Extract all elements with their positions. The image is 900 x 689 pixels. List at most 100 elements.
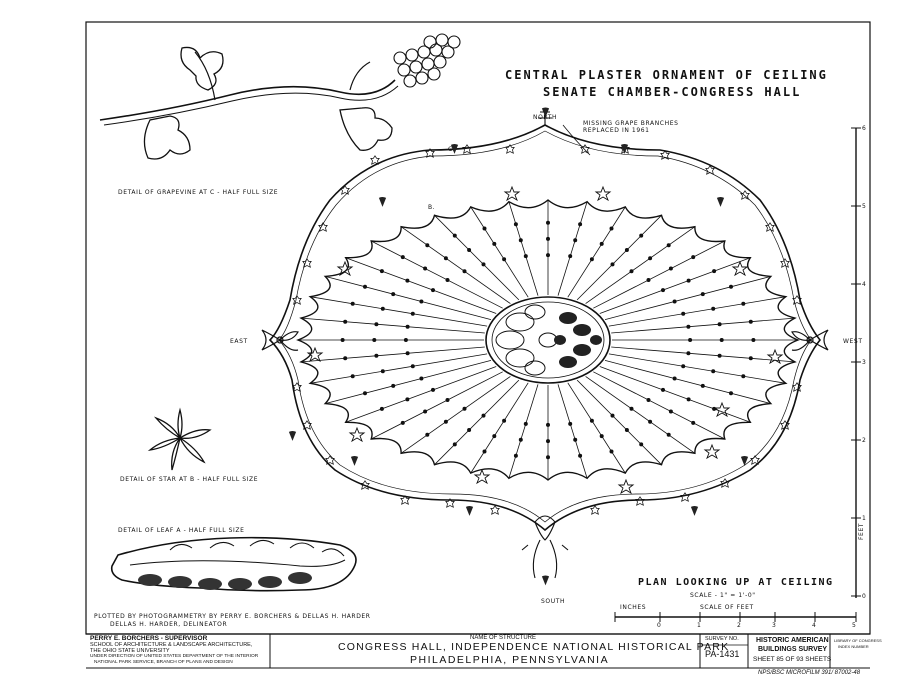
fan-ray bbox=[567, 382, 626, 474]
credit-interior: UNDER DIRECTION OF UNITED STATES DEPARTM… bbox=[90, 654, 259, 659]
fan-ray bbox=[400, 376, 511, 454]
south-label: SOUTH bbox=[541, 598, 566, 605]
fan-bud bbox=[523, 254, 528, 259]
fan-ray bbox=[371, 371, 503, 440]
ceiling-ornament-plan bbox=[261, 107, 829, 586]
scale-feet-label: SCALE OF FEET bbox=[700, 604, 754, 611]
fan-bud bbox=[546, 253, 551, 258]
fan-bud bbox=[624, 427, 629, 432]
fan-ray bbox=[508, 201, 539, 296]
scale-tick-0: 0 bbox=[657, 622, 662, 629]
fan-bud bbox=[391, 383, 396, 388]
survey-no: PA-1431 bbox=[705, 649, 740, 659]
fan-bud bbox=[380, 369, 385, 374]
drawing-title-line1: CENTRAL PLASTER ORNAMENT OF CEILING bbox=[505, 68, 828, 82]
sheet-number: SHEET 85 OF 93 SHEETS bbox=[753, 656, 832, 663]
fan-bud bbox=[624, 247, 629, 252]
fan-bud bbox=[700, 383, 705, 388]
fan-bud bbox=[711, 306, 716, 311]
fan-bud bbox=[362, 284, 367, 289]
fan-ray bbox=[470, 206, 529, 298]
fan-ray bbox=[301, 346, 485, 363]
fan-bud bbox=[481, 413, 486, 418]
fan-bud bbox=[681, 364, 686, 369]
fan-bud bbox=[589, 257, 594, 262]
leaf-detail bbox=[110, 536, 357, 592]
fan-bud bbox=[405, 278, 410, 283]
scale-tick-4: 4 bbox=[812, 622, 817, 629]
fan-bud bbox=[681, 311, 686, 316]
leaf-detail-label: DETAIL OF LEAF A - HALF FULL SIZE bbox=[118, 527, 245, 534]
fan-bud bbox=[410, 311, 415, 316]
delineator-label: DELLAS H. HARDER, DELINEATOR bbox=[110, 621, 228, 628]
fan-bud bbox=[711, 369, 716, 374]
fan-bud bbox=[452, 442, 457, 447]
fan-bud bbox=[661, 288, 666, 293]
fan-bud bbox=[410, 364, 415, 369]
fan-bud bbox=[350, 301, 355, 306]
credit-supervisor: PERRY E. BORCHERS - SUPERVISOR bbox=[90, 635, 208, 642]
fan-bud bbox=[546, 220, 551, 225]
fan-bud bbox=[741, 374, 746, 379]
plan-title: PLAN LOOKING UP AT CEILING bbox=[638, 577, 834, 588]
fan-ray bbox=[576, 215, 662, 301]
grapevine-detail bbox=[99, 33, 461, 160]
fan-bud bbox=[629, 269, 634, 274]
fan-bud bbox=[443, 256, 448, 261]
fan-bud bbox=[546, 422, 551, 427]
fan-bud bbox=[729, 284, 734, 289]
fan-bud bbox=[668, 266, 673, 271]
fan-bud bbox=[646, 397, 651, 402]
callout-b: B. bbox=[428, 204, 436, 211]
fan-bud bbox=[648, 256, 653, 261]
fan-bud bbox=[609, 449, 614, 454]
fan-bud bbox=[372, 337, 377, 342]
vscale-tick-5: 5 bbox=[862, 203, 867, 210]
sheet-border bbox=[85, 21, 871, 635]
fan-bud bbox=[629, 406, 634, 411]
fan-bud bbox=[419, 376, 424, 381]
fan-ray bbox=[585, 226, 696, 304]
fan-bud bbox=[688, 337, 693, 342]
fan-ray bbox=[310, 353, 488, 384]
fan-ray bbox=[567, 206, 626, 298]
fan-bud bbox=[573, 238, 578, 243]
credit-nps: NATIONAL PARK SERVICE, BRANCH OF PLANS A… bbox=[94, 660, 233, 665]
fan-bud bbox=[666, 432, 671, 437]
fan-bud bbox=[691, 255, 696, 260]
fan-ray bbox=[345, 257, 497, 314]
fan-bud bbox=[717, 322, 722, 327]
scale-tick-5: 5 bbox=[852, 622, 857, 629]
fan-bud bbox=[568, 254, 573, 259]
fan-bud bbox=[430, 288, 435, 293]
fan-ray bbox=[611, 346, 795, 363]
north-label: NORTH bbox=[533, 114, 558, 121]
fan-ray bbox=[599, 366, 751, 423]
fan-bud bbox=[672, 299, 677, 304]
drawing-title-line2: SENATE CHAMBER-CONGRESS HALL bbox=[543, 85, 802, 99]
fan-ray bbox=[325, 360, 492, 404]
fan-ray bbox=[400, 226, 511, 304]
fan-bud bbox=[502, 418, 507, 423]
fan-bud bbox=[568, 421, 573, 426]
missing-branches-note-1: MISSING GRAPE BRANCHES bbox=[583, 120, 679, 127]
fan-bud bbox=[419, 299, 424, 304]
fan-bud bbox=[686, 278, 691, 283]
grapevine-detail-label: DETAIL OF GRAPEVINE AT C - HALF FULL SIZ… bbox=[118, 189, 279, 196]
fan-bud bbox=[405, 324, 410, 329]
fan-bud bbox=[374, 322, 379, 327]
fan-bud bbox=[445, 277, 450, 282]
fan-bud bbox=[741, 301, 746, 306]
vscale-tick-2: 2 bbox=[862, 437, 867, 444]
fan-bud bbox=[513, 453, 518, 458]
fan-bud bbox=[362, 391, 367, 396]
fan-bud bbox=[423, 266, 428, 271]
fan-ray bbox=[557, 201, 588, 296]
fan-bud bbox=[523, 421, 528, 426]
fan-ray bbox=[508, 384, 539, 479]
fan-bud bbox=[599, 434, 604, 439]
fan-bud bbox=[379, 269, 384, 274]
fan-bud bbox=[443, 419, 448, 424]
fan-ray bbox=[325, 276, 492, 320]
fan-bud bbox=[467, 427, 472, 432]
